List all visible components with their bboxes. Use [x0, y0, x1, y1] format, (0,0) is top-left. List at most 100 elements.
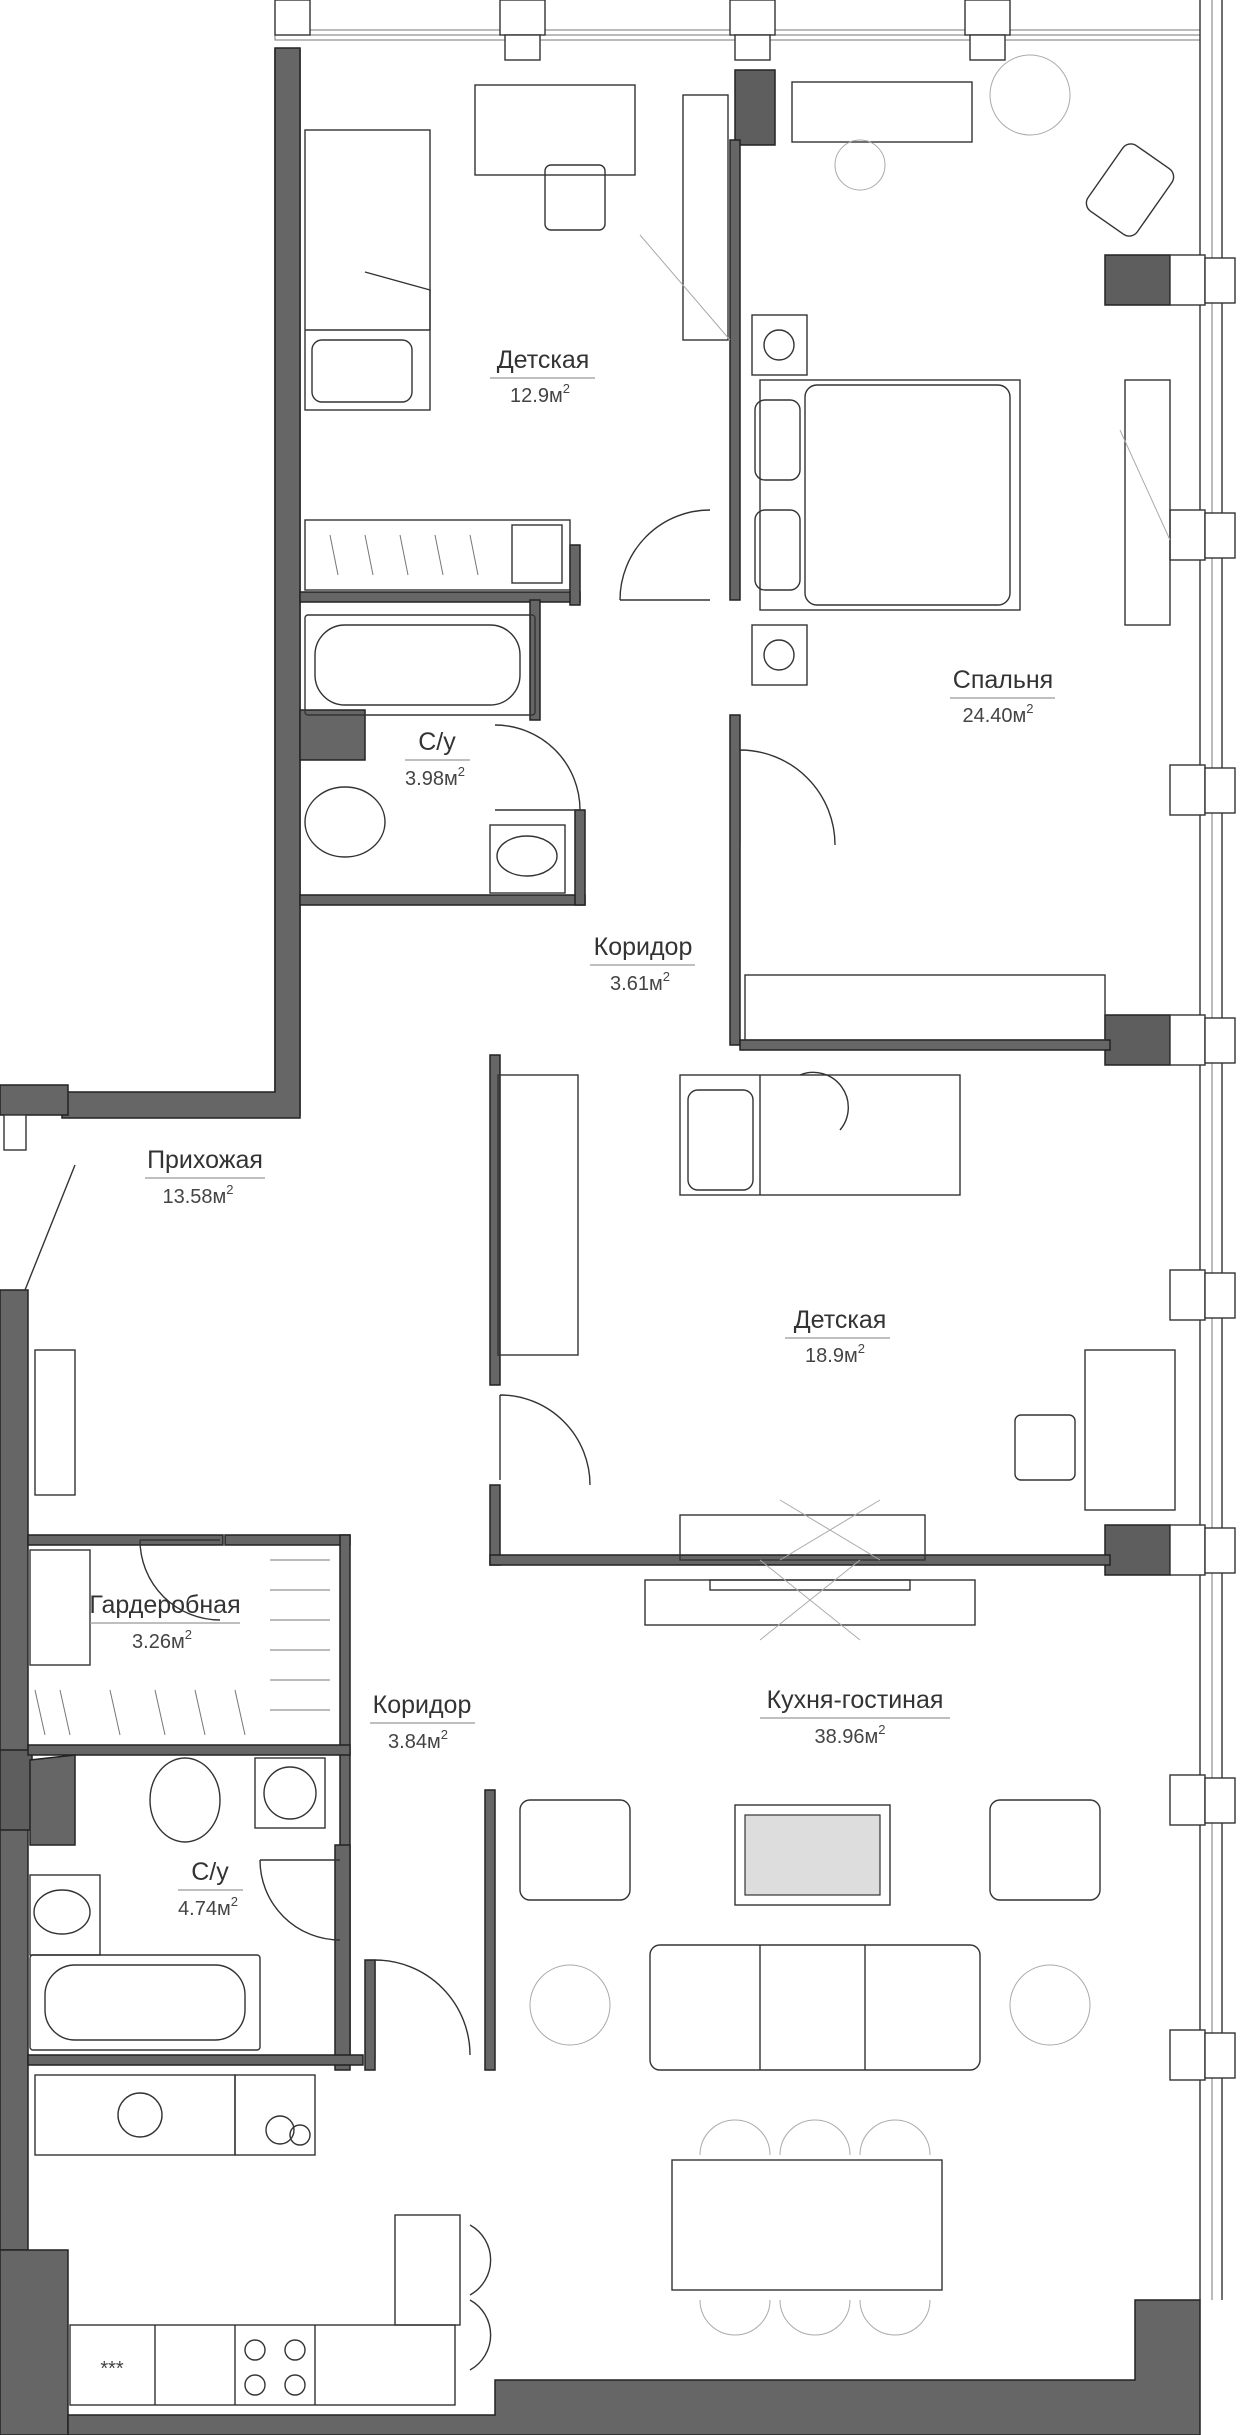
room-area: 3.61м: [610, 973, 663, 995]
coffee-table: [734, 1804, 891, 1906]
room-name: Гардеробная: [89, 1591, 240, 1619]
room-area: 18.9м: [805, 1345, 858, 1367]
sink-kitchen: [117, 2092, 163, 2138]
room-name: Коридор: [373, 1691, 472, 1719]
bed-kids1: [304, 129, 431, 411]
wall-bath-right: [574, 809, 586, 906]
desk-kids1: [474, 84, 636, 176]
room-bedroom: Спальня 24.40м2: [950, 666, 1055, 727]
column-left: [0, 1749, 33, 1831]
room-name: Коридор: [594, 933, 693, 961]
room-area: 3.98м: [405, 768, 458, 790]
wall-wardrobe-bottom: [27, 1744, 351, 1756]
svg-text:18.9м2: 18.9м2: [805, 1341, 865, 1367]
wall-wardrobe-top-right: [224, 1534, 351, 1546]
room-area-sup: 2: [563, 381, 570, 396]
sofa: [649, 1944, 981, 2071]
wall-bath-bottom: [299, 894, 586, 906]
door-kids2: [499, 1394, 591, 1486]
room-labels: Детская 12.9м2 Спальня 24.40м2 С/у 3.98м…: [89, 346, 1055, 2380]
room-area-sup: 2: [441, 1727, 448, 1742]
kitchen-counter-top: [34, 2074, 236, 2156]
shelf-wardrobe: [29, 1549, 91, 1666]
wall-kids-bedroom: [729, 139, 741, 601]
room-area: 4.74м: [178, 1898, 231, 1920]
svg-text:4.74м2: 4.74м2: [178, 1894, 238, 1920]
wall-corridor-bedroom: [729, 714, 741, 1046]
svg-text:3.26м2: 3.26м2: [132, 1627, 192, 1653]
svg-text:13.58м2: 13.58м2: [162, 1182, 233, 1208]
door-bedroom: [739, 749, 836, 846]
nightstand-1: [751, 314, 808, 376]
door-corridor2: [374, 1959, 471, 2060]
heated-rail: [29, 1754, 76, 1846]
wall-kids2-left: [489, 1054, 501, 1386]
room-name: С/у: [418, 728, 456, 756]
room-living: Кухня-гостиная 38.96м2: [760, 1686, 950, 1748]
svg-text:24.40м2: 24.40м2: [962, 701, 1033, 727]
armchair-bedroom: [1085, 143, 1175, 237]
wall-bath2-right: [334, 1844, 351, 2071]
outer-wall-bottom-left: [0, 2249, 69, 2435]
sink-1: [489, 824, 566, 894]
wall-wardrobe-top-left: [27, 1534, 224, 1546]
room-name: Прихожая: [147, 1146, 263, 1174]
outer-wall-upper: [64, 49, 301, 1116]
wall-corridor2-right: [484, 1789, 496, 2071]
doors: [24, 509, 836, 2060]
room-area: 3.84м: [388, 1731, 441, 1753]
room-corridor2: Коридор 3.84м2: [370, 1691, 475, 1753]
tv-living: [644, 1579, 976, 1626]
hall-cabinet: [34, 1349, 76, 1496]
door-wardrobe: [139, 1539, 221, 1621]
bathtub-2: [29, 1954, 261, 2051]
svg-text:3.98м2: 3.98м2: [405, 764, 465, 790]
outer-wall-left-top: [61, 47, 301, 1119]
room-name: Детская: [497, 346, 590, 374]
svg-text:3.84м2: 3.84м2: [388, 1727, 448, 1753]
room-area: 24.40м: [962, 705, 1026, 727]
outer-wall-corner: [0, 1084, 69, 1116]
room-area-sup: 2: [1026, 701, 1033, 716]
room-area: 12.9м: [510, 385, 563, 407]
door-bath2: [259, 1859, 341, 1941]
svg-text:3.61м2: 3.61м2: [610, 969, 670, 995]
stove-label: ***: [100, 2358, 124, 2380]
column-right-2: [1104, 1014, 1171, 1066]
nightstand-2: [751, 624, 808, 686]
door-bath1: [494, 724, 581, 811]
tv-kids2: [679, 1514, 926, 1561]
svg-text:38.96м2: 38.96м2: [814, 1722, 885, 1748]
wall-bedroom-kids2: [739, 1039, 1111, 1051]
toilet-1: [304, 786, 386, 858]
room-area-sup: 2: [458, 764, 465, 779]
dining-table: [671, 2159, 943, 2291]
room-area-sup: 2: [231, 1894, 238, 1909]
room-area-sup: 2: [663, 969, 670, 984]
room-bath2: С/у 4.74м2: [178, 1858, 243, 1920]
room-name: С/у: [191, 1858, 229, 1886]
column-top: [734, 69, 776, 146]
toilet-2: [149, 1757, 221, 1843]
room-area: 13.58м: [162, 1186, 226, 1208]
room-kids1: Детская 12.9м2: [490, 346, 595, 407]
furniture: [29, 54, 1176, 2406]
bar-counter: [394, 2214, 461, 2326]
bathtub-1: [304, 614, 536, 716]
bed-bedroom: [759, 379, 1021, 611]
windows: [274, 0, 1236, 2081]
chair-kids1: [544, 164, 606, 231]
column-right-3: [1104, 1524, 1171, 1576]
entrance-door: [24, 1164, 76, 1291]
chair-kids2: [1014, 1414, 1076, 1481]
room-area-sup: 2: [226, 1182, 233, 1197]
dishwasher: [234, 2074, 316, 2156]
walls: [0, 0, 1223, 2435]
room-name: Кухня-гостиная: [767, 1686, 944, 1714]
wall-kids2-left-bottom: [489, 1484, 501, 1566]
room-area: 3.26м: [132, 1631, 185, 1653]
bed-kids2: [679, 1074, 961, 1196]
wall-corridor2-left: [364, 1959, 376, 2071]
room-corridor1: Коридор 3.61м2: [590, 933, 695, 995]
